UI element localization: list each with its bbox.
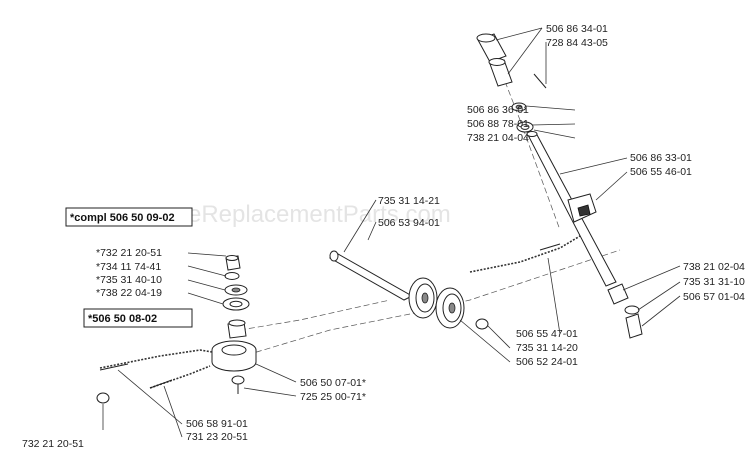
ring-part-2 <box>516 121 534 133</box>
kit-label-compl: *compl 506 50 09-02 <box>70 212 175 224</box>
stack-bearing <box>222 297 250 311</box>
watermark-text: eReplacementParts.com <box>188 201 451 228</box>
part-label: 732 21 20-51 <box>22 438 84 450</box>
part-label: 731 23 20-51 <box>186 431 248 443</box>
part-label: *738 22 04-19 <box>96 287 162 299</box>
screw-part <box>533 73 547 89</box>
axle-part <box>328 250 414 301</box>
housing-part <box>211 340 257 372</box>
part-label: 506 50 07-01* <box>300 377 366 389</box>
part-label: 738 21 02-04 <box>683 261 745 273</box>
wheel-right <box>435 287 465 329</box>
cable-lower <box>99 349 213 389</box>
bushing-part <box>488 58 513 87</box>
nut-part-right-2 <box>624 305 640 315</box>
part-label: 735 31 31-10 <box>683 276 745 288</box>
stack-washer-2 <box>224 284 248 296</box>
stack-nut-lower <box>227 319 247 339</box>
part-label: 506 58 91-01 <box>186 418 248 430</box>
kit-box-sub: *506 50 08-02 <box>83 308 193 328</box>
part-label: 738 21 04-04 <box>467 132 529 144</box>
part-label: 506 55 47-01 <box>516 328 578 340</box>
nut-part-right-1 <box>607 283 629 305</box>
part-label: 506 55 46-01 <box>630 166 692 178</box>
part-labels: 506 86 34-01 728 84 43-05 506 86 36-01 5… <box>22 23 745 450</box>
part-label: 506 88 78-01 <box>467 118 529 130</box>
part-label: 506 86 33-01 <box>630 152 692 164</box>
wheel-nut <box>475 318 489 330</box>
kit-box-compl: *compl 506 50 09-02 <box>65 207 193 227</box>
part-label: *732 21 20-51 <box>96 247 162 259</box>
nut-part-right-3 <box>625 313 643 339</box>
part-label: 735 31 14-21 <box>378 195 440 207</box>
part-label: 735 31 14-20 <box>516 342 578 354</box>
part-label: 728 84 43-05 <box>546 37 608 49</box>
cable-end-nut <box>96 392 110 404</box>
part-label: 506 86 36-01 <box>467 104 529 116</box>
leader-lines <box>102 27 681 438</box>
part-label: 506 53 94-01 <box>378 217 440 229</box>
wheel-left <box>408 277 438 319</box>
stack-nut-top <box>225 255 241 271</box>
part-label: 506 86 34-01 <box>546 23 608 35</box>
stack-washer-1 <box>224 272 240 280</box>
part-label: *734 11 74-41 <box>96 261 161 273</box>
shaft-bracket <box>567 193 597 223</box>
ring-part-1 <box>511 102 527 112</box>
part-label: 506 57 01-04 <box>683 291 745 303</box>
part-label: 725 25 00-71* <box>300 391 366 403</box>
cable-rod-upper <box>469 235 581 273</box>
kit-label-sub: *506 50 08-02 <box>88 313 157 325</box>
part-label: 506 52 24-01 <box>516 356 578 368</box>
top-cap-part <box>476 33 507 63</box>
housing-bolt <box>231 375 245 394</box>
part-label: *735 31 40-10 <box>96 274 162 286</box>
